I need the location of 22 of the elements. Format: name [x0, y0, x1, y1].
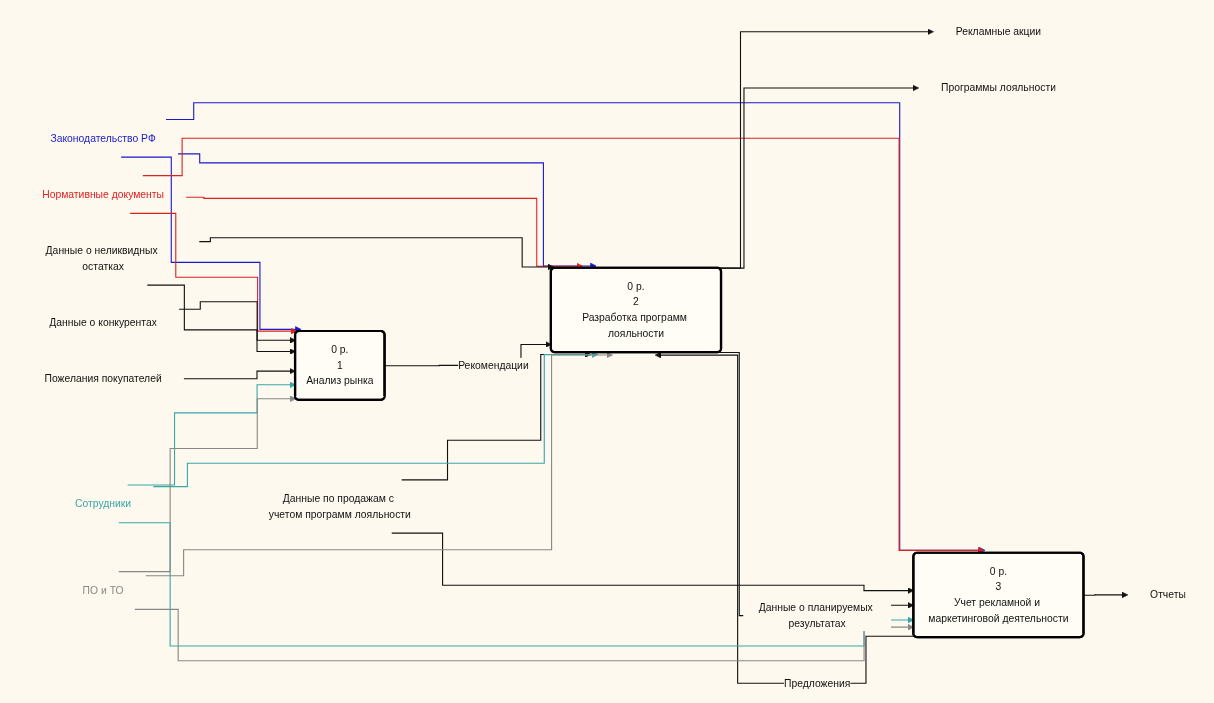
node-text: Нормативные документы — [41, 187, 164, 200]
node-text: Данные о конкурентах — [48, 315, 157, 328]
edge-label: Рекомендации — [457, 358, 529, 371]
arrow — [1082, 591, 1128, 598]
arrow — [129, 212, 297, 334]
node-text: Сотрудники — [74, 497, 131, 509]
node-text: Пожелания покупателей — [44, 371, 162, 384]
node-text: Отчеты — [1149, 588, 1186, 600]
arrow — [176, 152, 597, 269]
edge-label: Предложения — [783, 676, 850, 689]
node-text: ПО и ТО — [82, 583, 124, 596]
arrow — [144, 351, 613, 576]
node-text: Рекламные акции — [955, 24, 1041, 37]
node-text: Данные по продажам с учетом программ лояльности — [268, 491, 411, 520]
node-text: Данные о неликвидных остатках — [45, 243, 158, 272]
arrow — [120, 156, 302, 333]
node-text: Законодательство РФ — [49, 131, 156, 144]
arrow — [117, 395, 296, 572]
arrow — [185, 196, 583, 270]
edge-label: Данные о планируемых результатах — [758, 601, 873, 629]
node-text: Программы лояльности — [940, 81, 1056, 94]
arrow — [198, 236, 554, 270]
